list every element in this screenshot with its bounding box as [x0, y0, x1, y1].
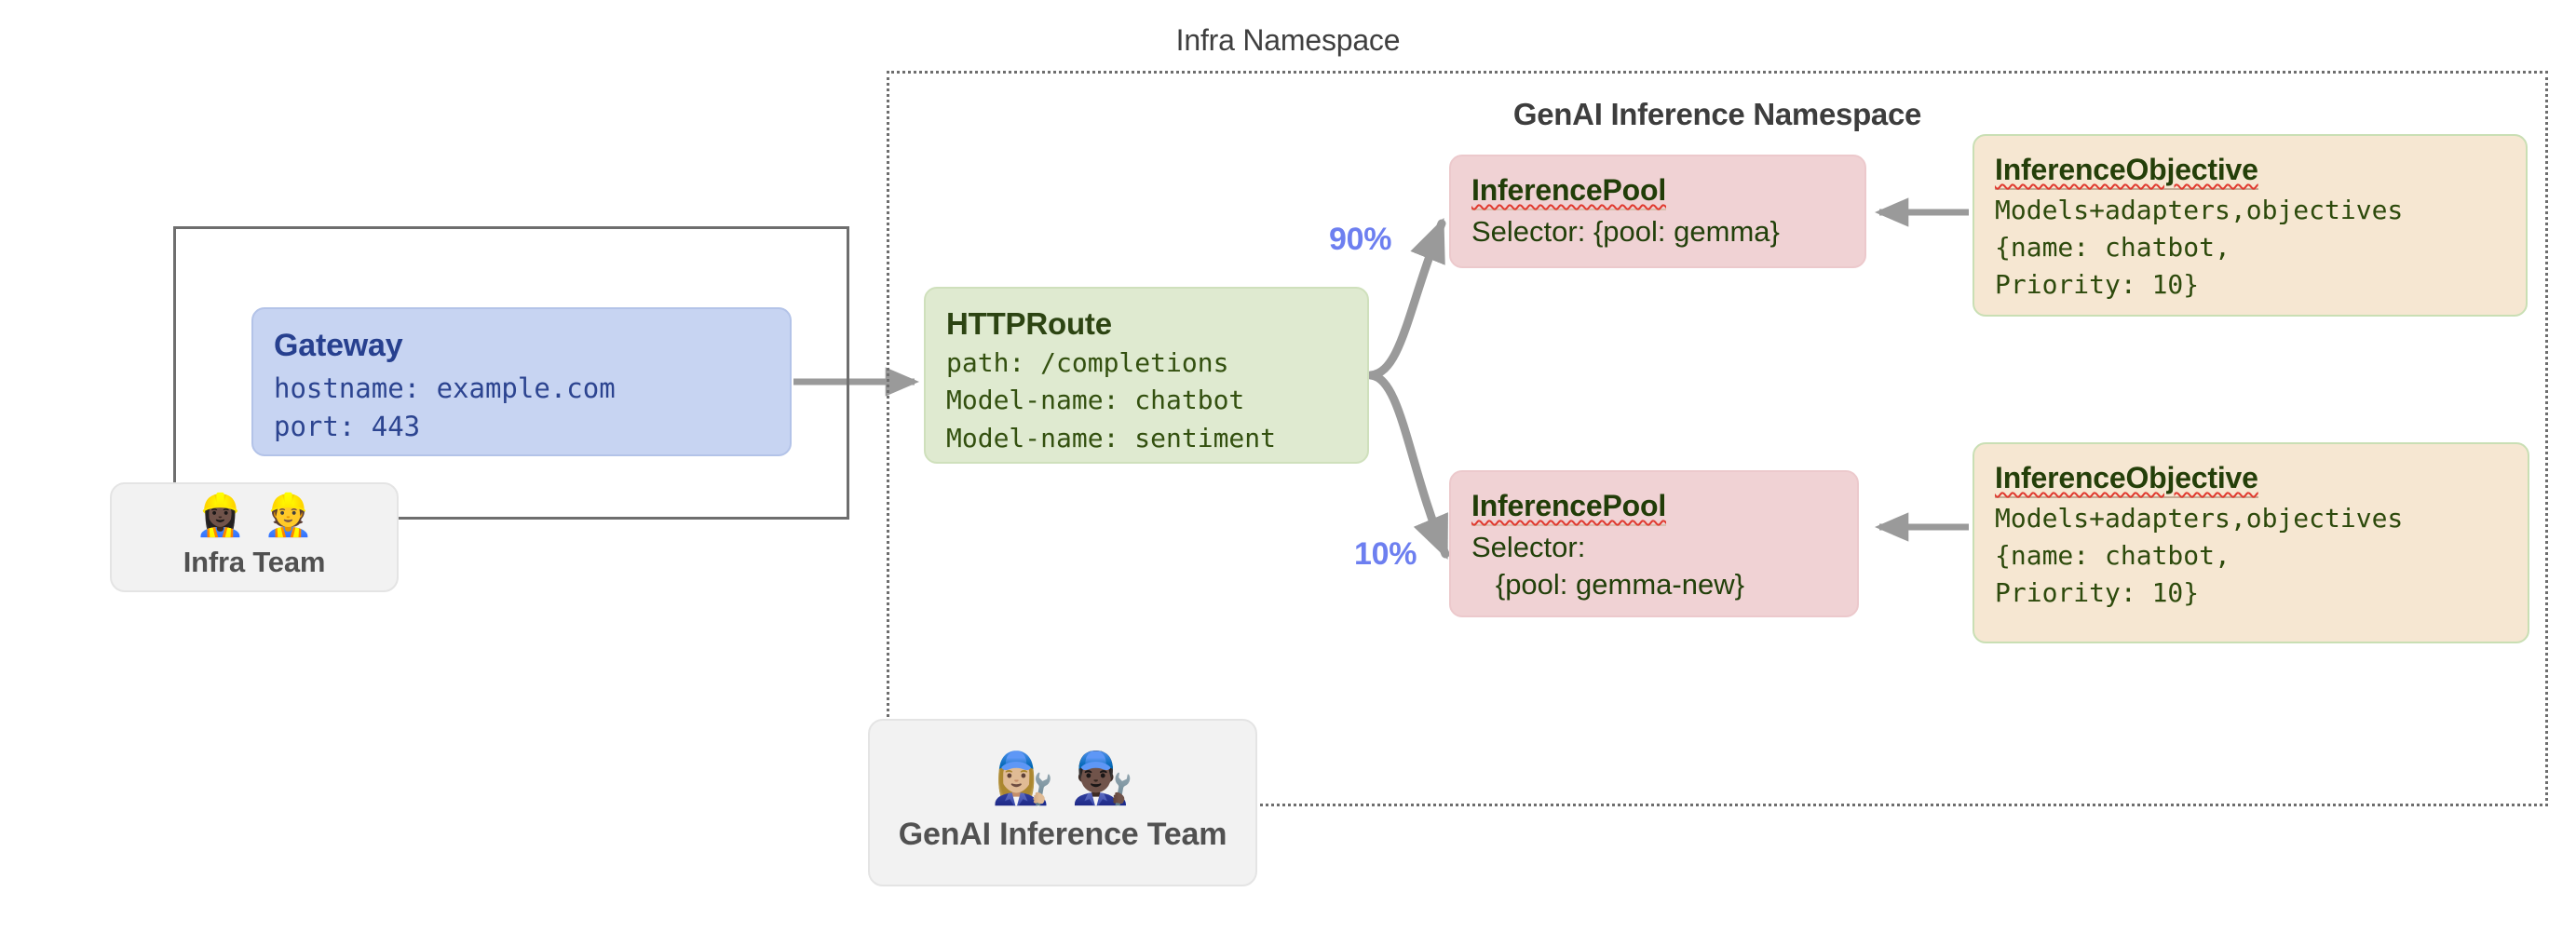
construction-worker-icon: 👷🏿‍♀️👷: [195, 493, 331, 538]
namespace-genai: [887, 71, 2548, 806]
inference-objective-title: InferenceObjective: [1995, 153, 2258, 190]
httproute-title: HTTPRoute: [946, 306, 1112, 341]
traffic-weight-label-10: 10%: [1354, 536, 1417, 572]
node-inference-pool-gemma-new[interactable]: InferencePool Selector: {pool: gemma-new…: [1449, 470, 1859, 617]
node-inference-objective-bottom[interactable]: InferenceObjective Models+adapters,objec…: [1973, 442, 2529, 643]
team-card-genai[interactable]: 👩🏼‍🔧👨🏿‍🔧 GenAI Inference Team: [868, 719, 1257, 886]
inference-pool-selector: Selector: {pool: gemma-new}: [1471, 530, 1744, 602]
namespace-infra-title: Infra Namespace: [1175, 23, 1401, 57]
namespace-genai-title: GenAI Inference Namespace: [1512, 97, 1922, 131]
node-inference-objective-top[interactable]: InferenceObjective Models+adapters,objec…: [1973, 134, 2528, 317]
gateway-body: hostname: example.com port: 443: [274, 372, 616, 442]
team-card-infra[interactable]: 👷🏿‍♀️👷 Infra Team: [110, 482, 399, 592]
team-label-infra: Infra Team: [183, 546, 326, 578]
team-label-genai: GenAI Inference Team: [898, 816, 1227, 852]
node-inference-pool-gemma[interactable]: InferencePool Selector: {pool: gemma}: [1449, 155, 1866, 268]
inference-objective-title: InferenceObjective: [1995, 461, 2258, 498]
inference-objective-body: Models+adapters,objectives {name: chatbo…: [1995, 194, 2404, 300]
inference-pool-selector: Selector: {pool: gemma}: [1471, 214, 1780, 248]
inference-pool-title: InferencePool: [1471, 173, 1666, 210]
inference-objective-body: Models+adapters,objectives {name: chatbo…: [1995, 502, 2404, 608]
node-httproute[interactable]: HTTPRoute path: /completions Model-name:…: [924, 287, 1369, 464]
mechanic-icon: 👩🏼‍🔧👨🏿‍🔧: [991, 750, 1151, 806]
node-gateway[interactable]: Gateway hostname: example.com port: 443: [251, 307, 792, 456]
inference-pool-title: InferencePool: [1471, 489, 1666, 526]
traffic-weight-label-90: 90%: [1329, 222, 1392, 257]
gateway-title: Gateway: [274, 328, 403, 363]
namespace-infra: [173, 226, 849, 520]
httproute-body: path: /completions Model-name: chatbot M…: [946, 346, 1277, 453]
